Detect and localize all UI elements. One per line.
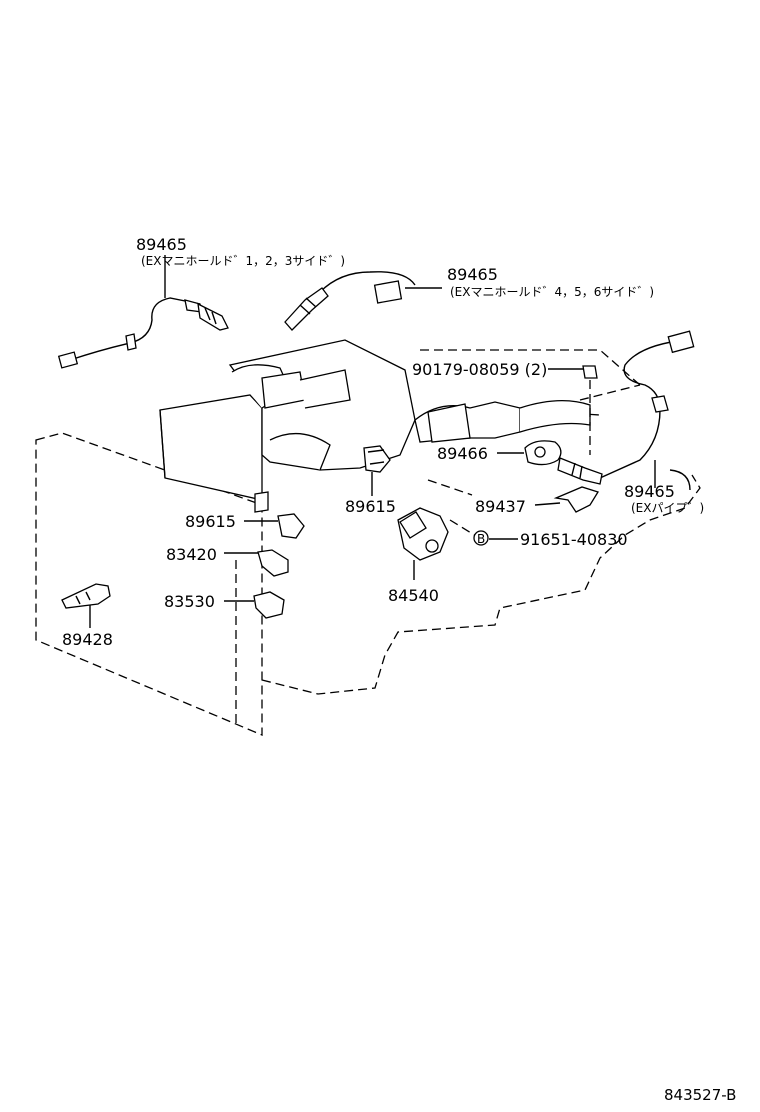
o2-sensor-bank1-part — [57, 255, 229, 369]
note-o2-sensor-bank2: (EXマニホールド゛4，5，6サイド゛) — [450, 285, 654, 299]
note-o2-sensor-pipe: (EXパイプ゛) — [631, 501, 704, 515]
label-knock-sensor-right: 89615 — [345, 497, 396, 516]
callout-labels: 89465 (EXマニホールド゛1，2，3サイド゛) 89465 (EXマニホー… — [62, 235, 736, 1104]
note-o2-sensor-bank1: (EXマニホールド゛1，2，3サイド゛) — [141, 254, 345, 268]
engine-outline — [35, 349, 701, 736]
reference-code: 843527-B — [664, 1086, 736, 1104]
label-knock-sensor-left: 89615 — [185, 512, 236, 531]
engine-block — [159, 339, 591, 513]
label-bolt: 90179-08059 (2) — [412, 360, 547, 379]
label-temp-sender: 83530 — [164, 592, 215, 611]
label-bracket: 89437 — [475, 497, 526, 516]
label-screw-b: 91651-40830 — [520, 530, 628, 549]
fastener-parts — [427, 365, 599, 537]
label-o2-sensor-bank2: 89465 — [447, 265, 498, 284]
label-throttle-position-sensor: 84540 — [388, 586, 439, 605]
label-oil-pressure-switch: 83420 — [166, 545, 217, 564]
sensor-parts — [61, 445, 518, 628]
label-gasket: 89466 — [437, 444, 488, 463]
o2-sensor-bank2-part — [284, 271, 442, 331]
fastener-marker-b: B — [477, 532, 485, 546]
label-water-temp-sensor: 89428 — [62, 630, 113, 649]
o2-sensor-pipe-part — [557, 330, 695, 491]
label-o2-sensor-bank1: 89465 — [136, 235, 187, 254]
label-o2-sensor-pipe: 89465 — [624, 482, 675, 501]
